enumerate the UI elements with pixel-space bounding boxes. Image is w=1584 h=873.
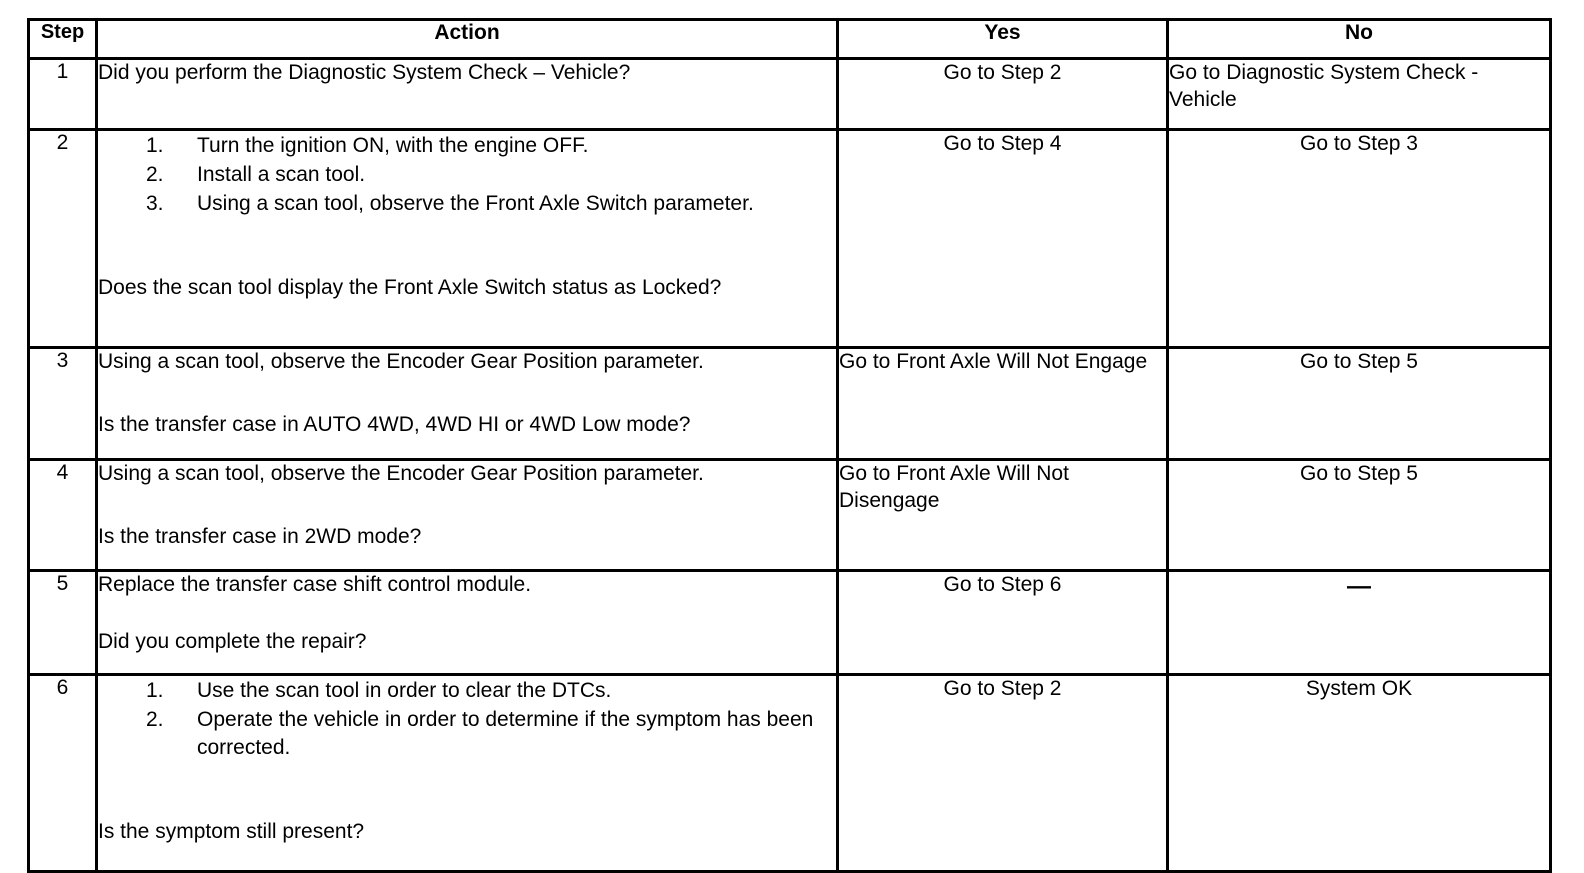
list-item-text: Operate the vehicle in order to determin… xyxy=(197,708,814,760)
list-item: 2. Operate the vehicle in order to deter… xyxy=(98,706,836,762)
list-item: 1. Use the scan tool in order to clear t… xyxy=(98,677,836,705)
diagnostic-table: Step Action Yes No 1 Did you perform the… xyxy=(27,18,1552,873)
table-row: 5 Replace the transfer case shift contro… xyxy=(27,569,1552,676)
action-cell: Using a scan tool, observe the Encoder G… xyxy=(95,458,839,572)
action-spacer xyxy=(98,488,836,524)
action-cell: Did you perform the Diagnostic System Ch… xyxy=(95,57,839,131)
yes-answer: Go to Step 2 xyxy=(836,57,1169,131)
step-number: 1 xyxy=(27,57,98,131)
action-cell: Replace the transfer case shift control … xyxy=(95,569,839,676)
em-dash-icon: — xyxy=(1347,573,1371,600)
list-item-text: Using a scan tool, observe the Front Axl… xyxy=(197,192,754,216)
step-number: 4 xyxy=(27,458,98,572)
table-row: 6 1. Use the scan tool in order to clear… xyxy=(27,673,1552,873)
column-header-no: No xyxy=(1166,18,1552,60)
action-question: Does the scan tool display the Front Axl… xyxy=(98,276,722,300)
action-spacer xyxy=(98,376,836,412)
no-answer: Go to Step 5 xyxy=(1166,346,1552,461)
action-instruction: Replace the transfer case shift control … xyxy=(98,573,532,596)
list-item: 1. Turn the ignition ON, with the engine… xyxy=(98,132,836,160)
action-question: Is the symptom still present? xyxy=(98,820,365,844)
step-number: 5 xyxy=(27,569,98,676)
list-item-number: 3. xyxy=(146,192,164,216)
no-answer: Go to Step 5 xyxy=(1166,458,1552,572)
action-question: Did you complete the repair? xyxy=(98,629,367,653)
action-content: Using a scan tool, observe the Encoder G… xyxy=(98,461,836,569)
table-header: Step Action Yes No xyxy=(27,18,1552,60)
action-cell: 1. Use the scan tool in order to clear t… xyxy=(95,673,839,873)
action-spacer xyxy=(98,763,836,819)
table-row: 1 Did you perform the Diagnostic System … xyxy=(27,57,1552,131)
table-row: 2 1. Turn the ignition ON, with the engi… xyxy=(27,128,1552,349)
action-content: 1. Turn the ignition ON, with the engine… xyxy=(98,132,836,347)
action-content: 1. Use the scan tool in order to clear t… xyxy=(98,677,836,871)
yes-answer: Go to Front Axle Will Not Disengage xyxy=(836,458,1169,572)
list-item: 2. Install a scan tool. xyxy=(98,161,836,189)
action-content: Did you perform the Diagnostic System Ch… xyxy=(98,60,836,128)
action-content: Using a scan tool, observe the Encoder G… xyxy=(98,349,836,458)
column-header-step: Step xyxy=(27,18,98,60)
column-header-yes: Yes xyxy=(836,18,1169,60)
header-row: Step Action Yes No xyxy=(27,18,1552,60)
table-row: 4 Using a scan tool, observe the Encoder… xyxy=(27,458,1552,572)
action-question: Did you perform the Diagnostic System Ch… xyxy=(98,61,631,84)
no-answer: — xyxy=(1166,569,1552,676)
list-item-text: Turn the ignition ON, with the engine OF… xyxy=(197,134,589,157)
yes-answer: Go to Step 4 xyxy=(836,128,1169,349)
action-cell: Using a scan tool, observe the Encoder G… xyxy=(95,346,839,461)
action-step-list: 1. Use the scan tool in order to clear t… xyxy=(98,677,836,762)
list-item-text: Install a scan tool. xyxy=(197,163,366,187)
step-number: 2 xyxy=(27,128,98,349)
list-item-text: Use the scan tool in order to clear the … xyxy=(197,679,612,702)
list-item-number: 1. xyxy=(146,134,164,157)
list-item-number: 2. xyxy=(146,163,164,187)
table-body: 1 Did you perform the Diagnostic System … xyxy=(27,57,1552,873)
step-number: 3 xyxy=(27,346,98,461)
list-item-number: 1. xyxy=(146,679,164,702)
list-item-number: 2. xyxy=(146,708,164,732)
action-spacer xyxy=(98,599,836,629)
action-question: Is the transfer case in AUTO 4WD, 4WD HI… xyxy=(98,412,691,436)
action-step-list: 1. Turn the ignition ON, with the engine… xyxy=(98,132,836,218)
action-instruction: Using a scan tool, observe the Encoder G… xyxy=(98,462,704,485)
step-number: 6 xyxy=(27,673,98,873)
action-instruction: Using a scan tool, observe the Encoder G… xyxy=(98,350,704,373)
action-cell: 1. Turn the ignition ON, with the engine… xyxy=(95,128,839,349)
no-answer: Go to Step 3 xyxy=(1166,128,1552,349)
action-content: Replace the transfer case shift control … xyxy=(98,572,836,673)
column-header-action: Action xyxy=(95,18,839,60)
action-spacer xyxy=(98,219,836,275)
yes-answer: Go to Front Axle Will Not Engage xyxy=(836,346,1169,461)
table-row: 3 Using a scan tool, observe the Encoder… xyxy=(27,346,1552,461)
yes-answer: Go to Step 6 xyxy=(836,569,1169,676)
no-answer: Go to Diagnostic System Check - Vehicle xyxy=(1166,57,1552,131)
no-answer: System OK xyxy=(1166,673,1552,873)
action-question: Is the transfer case in 2WD mode? xyxy=(98,524,422,548)
list-item: 3. Using a scan tool, observe the Front … xyxy=(98,190,836,218)
yes-answer: Go to Step 2 xyxy=(836,673,1169,873)
